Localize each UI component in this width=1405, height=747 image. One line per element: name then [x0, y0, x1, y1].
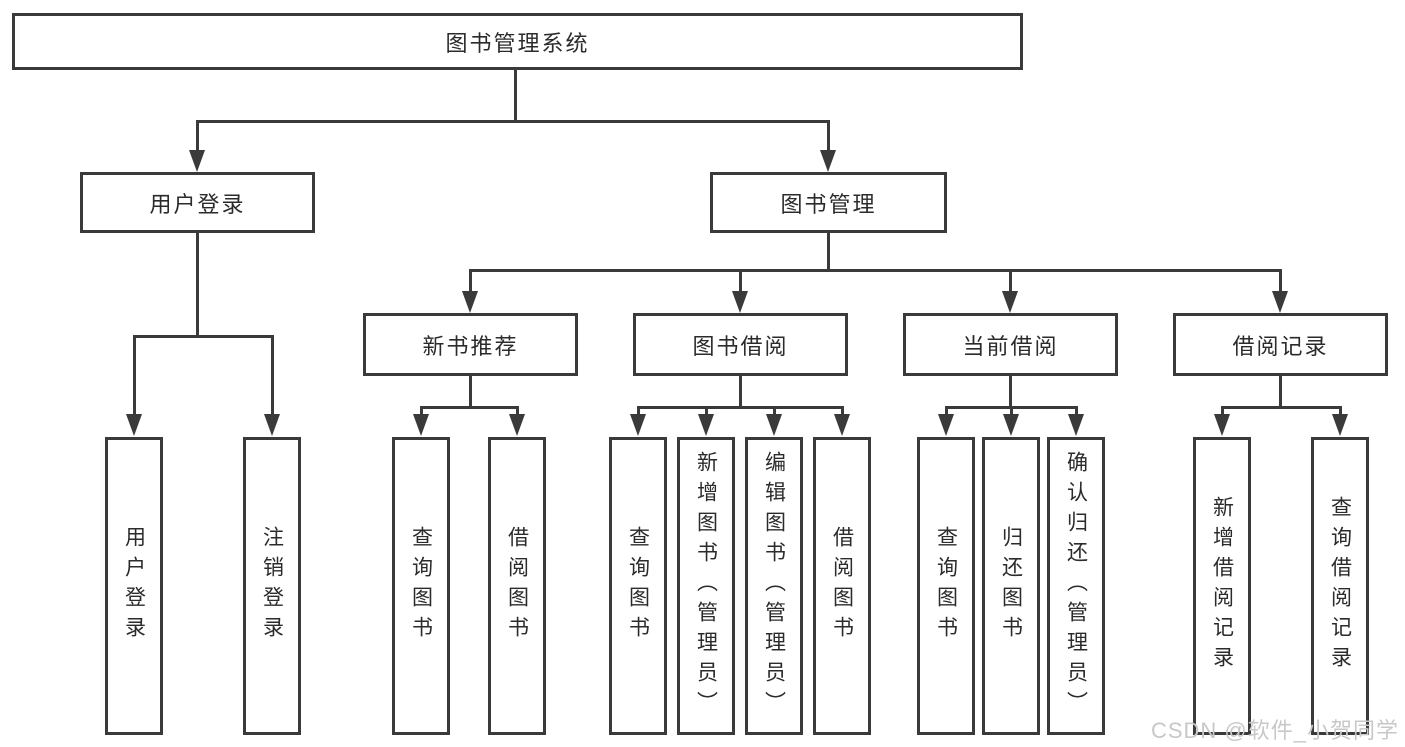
node-label: 注销登录 — [260, 526, 284, 646]
arrowhead-icon — [264, 414, 280, 436]
connector-line — [133, 335, 274, 338]
connector-line — [420, 408, 423, 416]
node-label: 当前借阅 — [962, 333, 1059, 359]
leaf-query-books-current: 查询图书 — [917, 437, 975, 735]
arrowhead-icon — [766, 414, 782, 436]
leaf-query-borrow-record: 查询借阅记录 — [1311, 437, 1369, 735]
connector-line — [1075, 408, 1078, 416]
leaf-edit-books-admin: 编辑图书（管理员） — [745, 437, 803, 735]
connector-line — [514, 70, 517, 120]
connector-line — [1010, 408, 1013, 416]
connector-line — [637, 406, 844, 409]
connector-line — [827, 233, 830, 271]
connector-line — [945, 408, 948, 416]
leaf-query-books-borrowing: 查询图书 — [609, 437, 667, 735]
leaf-query-books-recommend: 查询图书 — [392, 437, 450, 735]
connector-line — [133, 337, 136, 415]
connector-line — [705, 408, 708, 416]
arrowhead-icon — [1002, 291, 1018, 313]
arrowhead-icon — [1272, 291, 1288, 313]
leaf-add-borrow-record: 新增借阅记录 — [1193, 437, 1251, 735]
arrowhead-icon — [126, 414, 142, 436]
node-book-borrowing: 图书借阅 — [633, 313, 848, 376]
connector-line — [945, 406, 1078, 409]
node-label: 归还图书 — [999, 526, 1023, 646]
node-label: 借阅图书 — [830, 526, 854, 646]
connector-line — [196, 233, 199, 335]
connector-line — [196, 120, 830, 123]
node-label: 新增图书（管理员） — [694, 451, 718, 721]
node-label: 查询借阅记录 — [1328, 496, 1352, 676]
arrowhead-icon — [1332, 414, 1348, 436]
arrowhead-icon — [834, 414, 850, 436]
node-label: 用户登录 — [149, 191, 246, 217]
connector-line — [469, 269, 1282, 272]
connector-line — [1009, 271, 1012, 293]
arrowhead-icon — [630, 414, 646, 436]
connector-line — [1279, 271, 1282, 293]
leaf-add-books-admin: 新增图书（管理员） — [677, 437, 735, 735]
connector-line — [1221, 406, 1342, 409]
node-label: 用户登录 — [122, 526, 146, 646]
node-label: 查询图书 — [409, 526, 433, 646]
arrowhead-icon — [189, 150, 205, 172]
leaf-logout: 注销登录 — [243, 437, 301, 735]
connector-line — [841, 408, 844, 416]
node-label: 查询图书 — [934, 526, 958, 646]
arrowhead-icon — [413, 414, 429, 436]
leaf-user-login: 用户登录 — [105, 437, 163, 735]
arrowhead-icon — [1003, 414, 1019, 436]
arrowhead-icon — [938, 414, 954, 436]
node-label: 图书管理 — [780, 191, 877, 217]
arrowhead-icon — [732, 291, 748, 313]
connector-line — [196, 122, 199, 152]
connector-line — [516, 408, 519, 416]
node-user-login: 用户登录 — [80, 172, 315, 233]
leaf-borrow-books-recommend: 借阅图书 — [488, 437, 546, 735]
leaf-confirm-return-admin: 确认归还（管理员） — [1047, 437, 1105, 735]
node-new-book-recommend: 新书推荐 — [363, 313, 578, 376]
node-label: 查询图书 — [626, 526, 650, 646]
node-label: 借阅图书 — [505, 526, 529, 646]
arrowhead-icon — [462, 291, 478, 313]
node-library-management-system: 图书管理系统 — [12, 13, 1023, 70]
arrowhead-icon — [820, 150, 836, 172]
arrowhead-icon — [1068, 414, 1084, 436]
node-label: 新书推荐 — [422, 333, 519, 359]
connector-line — [1009, 376, 1012, 408]
arrowhead-icon — [1214, 414, 1230, 436]
connector-line — [739, 271, 742, 293]
leaf-return-books: 归还图书 — [982, 437, 1040, 735]
connector-line — [773, 408, 776, 416]
node-label: 借阅记录 — [1232, 333, 1329, 359]
leaf-borrow-books: 借阅图书 — [813, 437, 871, 735]
csdn-watermark: CSDN @软件_小贺同学 — [1150, 718, 1399, 743]
connector-line — [469, 271, 472, 293]
connector-line — [827, 122, 830, 152]
node-label: 图书管理系统 — [445, 30, 590, 56]
connector-line — [420, 406, 519, 409]
connector-line — [739, 376, 742, 408]
node-current-borrowing: 当前借阅 — [903, 313, 1118, 376]
node-borrowing-records: 借阅记录 — [1173, 313, 1388, 376]
node-label: 编辑图书（管理员） — [762, 451, 786, 721]
arrowhead-icon — [698, 414, 714, 436]
arrowhead-icon — [509, 414, 525, 436]
connector-line — [1221, 408, 1224, 416]
node-label: 新增借阅记录 — [1210, 496, 1234, 676]
connector-line — [637, 408, 640, 416]
connector-line — [1279, 376, 1282, 408]
connector-line — [271, 337, 274, 415]
node-label: 确认归还（管理员） — [1064, 451, 1088, 721]
node-label: 图书借阅 — [692, 333, 789, 359]
connector-line — [1339, 408, 1342, 416]
node-book-management: 图书管理 — [710, 172, 947, 233]
connector-line — [469, 376, 472, 408]
